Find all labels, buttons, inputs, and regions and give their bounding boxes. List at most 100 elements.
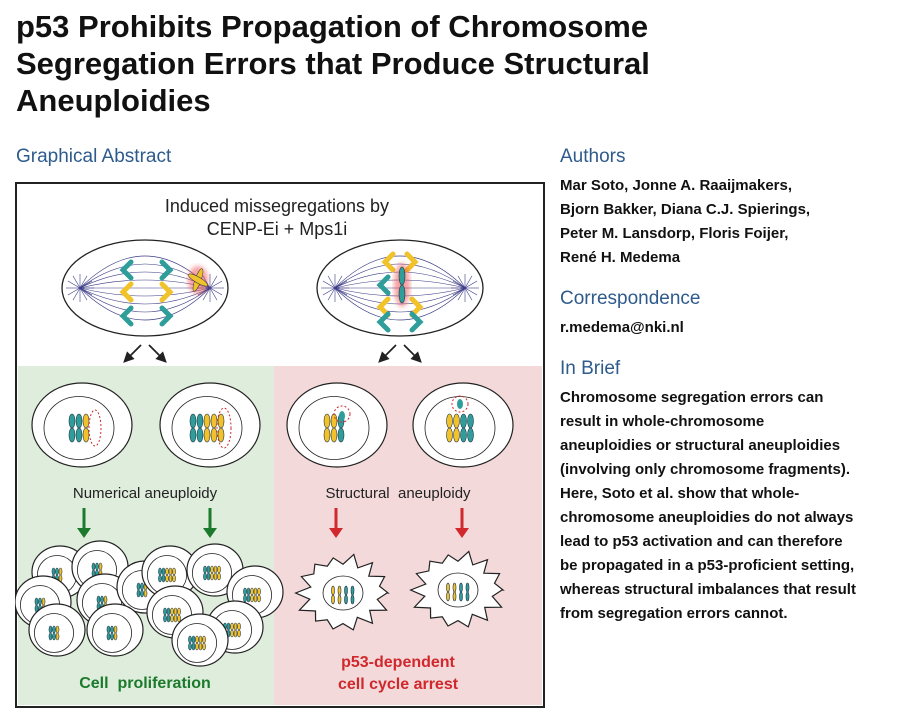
spindle-aster — [67, 287, 81, 296]
chromosome — [253, 587, 258, 596]
spindle-aster — [72, 275, 81, 289]
correspondence-section: Correspondence r.medema@nki.nl — [560, 288, 905, 340]
chromosome — [163, 607, 167, 616]
chromosome — [398, 284, 406, 304]
chromosome — [452, 591, 457, 602]
spindle-aster — [464, 275, 473, 289]
spindle-aster — [334, 287, 343, 301]
chromosome — [191, 635, 196, 644]
chromosome — [323, 427, 331, 443]
chromosome — [253, 594, 258, 603]
chromosome — [68, 413, 76, 429]
authors-section: Authors Mar Soto, Jonne A. Raaijmakers, … — [560, 146, 905, 270]
chromosome — [119, 259, 134, 281]
chromosome-fragment — [457, 399, 463, 409]
chromosome — [140, 582, 144, 591]
chromosome — [203, 572, 207, 581]
chromosome — [337, 594, 342, 605]
chromosome — [202, 635, 206, 644]
chromosome — [95, 562, 99, 571]
chromosome — [459, 582, 463, 593]
chromosome — [165, 574, 169, 583]
brief-line: lead to p53 activation and can therefore — [560, 533, 843, 550]
chromosome — [398, 266, 406, 286]
chromosome — [91, 562, 96, 571]
chromosome — [217, 572, 221, 581]
chromosome — [376, 274, 391, 296]
chromosome — [203, 413, 211, 429]
chromosome — [119, 305, 134, 327]
spindle-aster — [72, 287, 81, 301]
spindle-fiber — [334, 255, 466, 289]
chromosome — [213, 572, 218, 581]
chromosome — [165, 567, 169, 576]
chromosome — [96, 595, 101, 604]
chromosome — [233, 629, 238, 638]
spindle-aster — [79, 287, 88, 301]
chromosome — [41, 597, 46, 606]
chromosome — [453, 413, 460, 429]
title-line: Aneuploidies — [16, 83, 211, 118]
spindle-aster — [327, 287, 336, 301]
chromosome — [106, 625, 111, 634]
spindle-fiber — [334, 287, 466, 321]
spindle-aster — [464, 287, 478, 296]
brief-line: (involving only chromosome fragments). — [560, 461, 851, 478]
sidebar-info: Authors Mar Soto, Jonne A. Raaijmakers, … — [560, 146, 905, 644]
chromosome — [161, 567, 166, 576]
chromosome — [189, 427, 197, 443]
chromosome — [177, 607, 181, 616]
chromosome — [217, 427, 225, 443]
top-text-line-2: CENP-Ei + Mps1i — [207, 219, 348, 239]
chromosome — [330, 427, 338, 443]
chromosome — [230, 629, 234, 638]
chromosome — [210, 572, 214, 581]
chromosome — [467, 427, 474, 443]
spindle-aster — [209, 275, 218, 289]
chromosome — [243, 587, 247, 596]
chromosome — [170, 607, 174, 616]
chromosome — [100, 595, 104, 604]
chromosome — [191, 642, 196, 651]
spindle-aster — [457, 287, 466, 301]
spindle-aster — [209, 287, 223, 296]
chromosome — [233, 622, 238, 631]
spindle-fiber — [79, 287, 211, 305]
author-line: René H. Medema — [560, 249, 681, 266]
chromosome — [198, 635, 203, 644]
chromosome — [210, 413, 218, 429]
down-arrow-head — [203, 528, 217, 538]
branch-arrow — [123, 344, 142, 363]
author-line: Mar Soto, Jonne A. Raaijmakers, — [560, 177, 793, 194]
chromosome — [409, 296, 424, 318]
chromosome — [159, 281, 174, 303]
chromosome — [113, 625, 118, 634]
chromosome — [158, 574, 162, 583]
correspondence-email[interactable]: r.medema@nki.nl — [560, 319, 684, 336]
chromosome — [106, 632, 111, 641]
chromosome — [163, 614, 167, 623]
chromosome — [331, 594, 335, 605]
brief-line: from segregation errors cannot. — [560, 605, 788, 622]
chromosome — [243, 594, 247, 603]
spindle-aster — [322, 287, 336, 296]
chromosome — [217, 413, 225, 429]
chromosome — [196, 427, 204, 443]
chromosome — [195, 635, 199, 644]
chromosome — [446, 582, 450, 593]
down-arrow-head — [455, 528, 469, 538]
graphical-abstract-figure: Induced missegregations by CENP-Ei + Mps… — [15, 182, 545, 708]
chromosome — [168, 574, 173, 583]
chromosome — [344, 585, 348, 596]
spindle-aster — [79, 275, 88, 289]
chromosome — [452, 582, 457, 593]
chromosome — [166, 607, 171, 616]
brief-line: Here, Soto et al. show that whole- — [560, 485, 800, 502]
chromosome — [446, 591, 450, 602]
chromosome — [166, 614, 171, 623]
nucleus — [437, 572, 479, 608]
chromosome — [140, 589, 144, 598]
chromosome — [173, 614, 178, 623]
chromosome — [465, 582, 470, 593]
chromosome — [237, 622, 241, 631]
